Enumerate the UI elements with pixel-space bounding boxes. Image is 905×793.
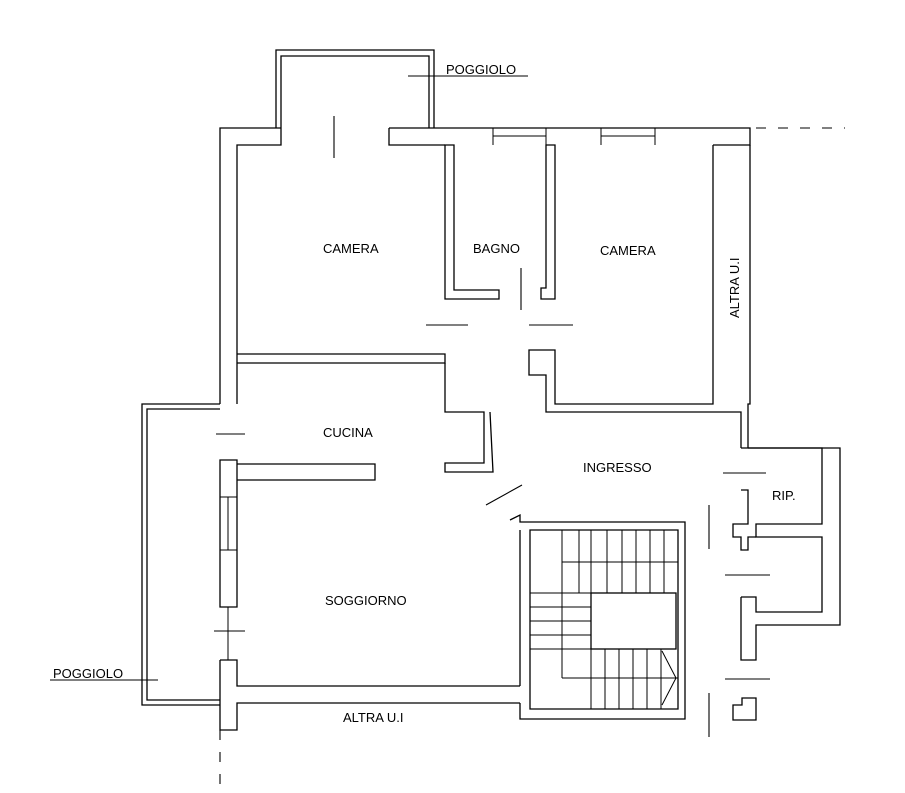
label-bagno: BAGNO: [473, 241, 520, 256]
balcony-top: [275, 49, 435, 158]
stairwell: [509, 513, 686, 720]
bathroom-walls: [444, 144, 556, 310]
label-poggiolo-left: POGGIOLO: [53, 666, 123, 681]
label-poggiolo-top: POGGIOLO: [446, 62, 516, 77]
label-camera-left: CAMERA: [323, 241, 379, 256]
label-ripostiglio: RIP.: [772, 488, 796, 503]
label-altra-ui-right: ALTRA U.I: [727, 258, 742, 318]
label-ingresso: INGRESSO: [583, 460, 652, 475]
label-altra-ui-bottom: ALTRA U.I: [343, 710, 403, 725]
storage-walls: [708, 447, 841, 737]
bedroom-left-wall: [237, 324, 573, 364]
kitchen-walls: [216, 363, 523, 506]
exterior-wall-top: [219, 127, 845, 404]
bedroom-right-walls: [528, 145, 751, 448]
label-soggiorno: SOGGIORNO: [325, 593, 407, 608]
label-cucina: CUCINA: [323, 425, 373, 440]
exterior-wall-left: [141, 403, 520, 790]
label-camera-right: CAMERA: [600, 243, 656, 258]
